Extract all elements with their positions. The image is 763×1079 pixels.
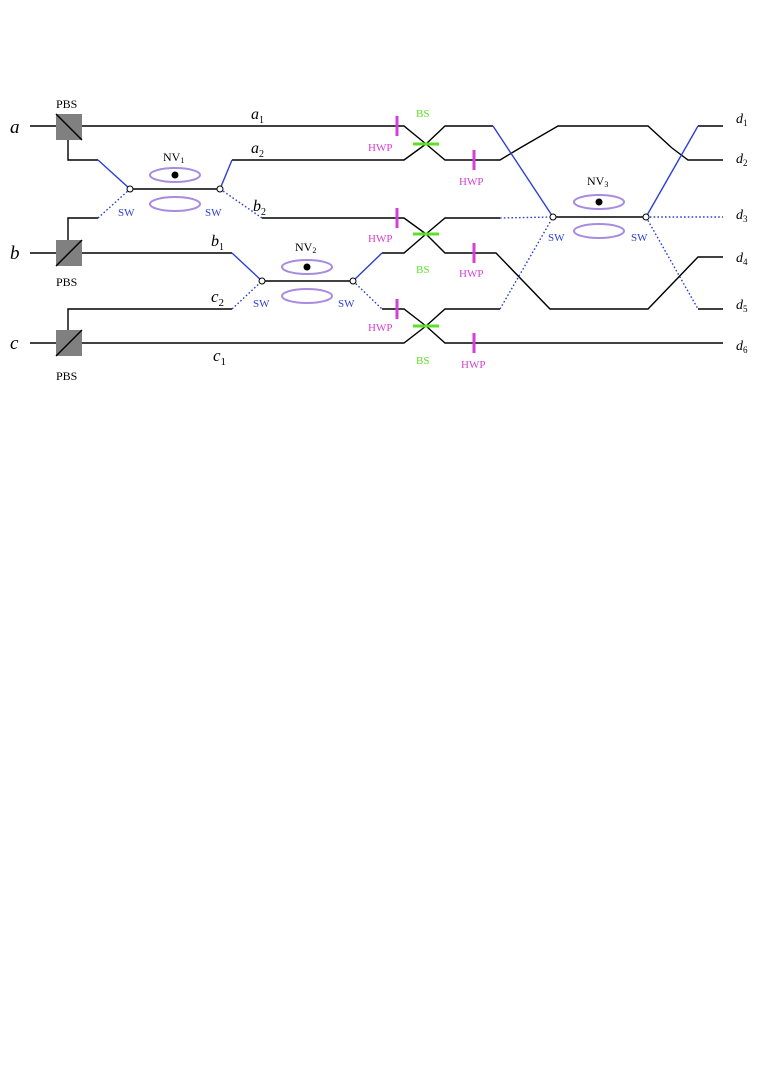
sw1-path-solid-out [219, 159, 233, 190]
sw-label-1: SW [118, 207, 135, 219]
bs-label-2: BS [416, 264, 429, 276]
switch-nodes [126, 185, 650, 285]
mode-label-a1: a1 [251, 106, 264, 126]
hwp-label-1: HWP [368, 142, 392, 154]
path-bs2-out-top [425, 217, 500, 235]
sw3-path-dotted-in-bottom [499, 216, 554, 310]
switch-paths [97, 125, 723, 310]
sw-label-3: SW [253, 298, 270, 310]
path-b2-pbs-rise [67, 217, 98, 250]
sw-label-2: SW [205, 207, 222, 219]
path-a-input [30, 125, 427, 145]
output-labels: d1 d2 d3 d4 d5 d6 [736, 112, 748, 355]
half-wave-plates [395, 116, 476, 353]
nv3-spin-dot [595, 198, 603, 206]
path-bs1-out-top [425, 125, 493, 145]
sw-node-5 [549, 213, 557, 221]
hwp-labels: HWP HWP HWP HWP HWP HWP [368, 142, 485, 371]
mode-label-b2: b2 [253, 198, 266, 218]
input-label-b: b [10, 243, 20, 264]
pbs-b [55, 239, 83, 267]
hwp-label-5: HWP [368, 322, 392, 334]
beam-splitters [413, 142, 439, 328]
input-labels: a b c [10, 117, 20, 354]
output-label-d5: d5 [736, 298, 748, 314]
path-out-d2 [671, 147, 723, 161]
pbs-c [55, 329, 83, 357]
mode-label-a2: a2 [251, 140, 264, 160]
path-bs1-out-bottom [425, 125, 673, 161]
pbs-labels: PBS PBS PBS [56, 97, 77, 383]
nv-centers [149, 167, 625, 304]
mode-label-c2: c2 [211, 287, 224, 309]
hwp-label-2: HWP [459, 176, 483, 188]
sw2-path-dotted-in [231, 280, 263, 310]
sw-labels: SW SW SW SW SW SW [118, 207, 648, 310]
path-bs3-out-top [425, 308, 500, 327]
hwp-label-4: HWP [459, 268, 483, 280]
sw1-path-dotted-out [219, 188, 263, 219]
nv-labels: NV1 NV2 NV3 [163, 150, 608, 255]
sw3-path-dotted-in-top [499, 216, 554, 219]
mode-labels: a1 a2 b2 b1 c2 c1 [211, 106, 266, 368]
optical-paths [30, 125, 723, 344]
pbs-label-c: PBS [56, 369, 77, 383]
output-label-d3: d3 [736, 208, 748, 224]
sw2-path-dotted-out [352, 280, 383, 310]
bs-label-3: BS [416, 355, 429, 367]
sw3-path-solid-in [492, 125, 554, 218]
path-c2-pbs-rise [67, 308, 232, 343]
mode-label-c1: c1 [213, 346, 226, 368]
nv1 [149, 167, 201, 212]
path-bs2-out-bottom [425, 233, 723, 310]
input-label-c: c [10, 333, 19, 354]
path-a2-rail [232, 143, 427, 161]
nv1-spin-dot [171, 171, 179, 179]
sw-node-4 [349, 277, 357, 285]
nv-label-1: NV1 [163, 150, 184, 165]
path-bs3-in-top [382, 308, 427, 327]
sw-label-5: SW [548, 232, 565, 244]
pbs-label-a: PBS [56, 97, 77, 111]
sw-node-3 [258, 277, 266, 285]
output-label-d6: d6 [736, 339, 748, 355]
path-b2-rail [262, 217, 427, 235]
sw-node-6 [642, 213, 650, 221]
nv2 [281, 259, 333, 304]
sw2-path-solid-in [231, 252, 263, 282]
sw-label-6: SW [631, 232, 648, 244]
pbs-a [55, 113, 83, 141]
sw3-path-dotted-out-d5 [645, 216, 699, 310]
sw1-path-solid-in [97, 159, 131, 190]
sw3-path-solid-out [645, 125, 699, 218]
mode-label-b1: b1 [211, 233, 224, 253]
path-c-input [30, 325, 427, 344]
pbs-cubes [55, 113, 83, 357]
nv-label-2: NV2 [295, 240, 316, 255]
nv2-spin-dot [303, 263, 311, 271]
hwp-label-3: HWP [368, 233, 392, 245]
bs-labels: BS BS BS [416, 108, 429, 367]
nv-label-3: NV3 [587, 174, 608, 189]
path-bs3-out-bottom [425, 325, 723, 344]
bs-label-1: BS [416, 108, 429, 120]
path-bs2-in-bottom [382, 233, 427, 254]
output-label-d2: d2 [736, 152, 748, 168]
nv3 [573, 194, 625, 239]
sw-label-4: SW [338, 298, 355, 310]
sw-node-1 [126, 185, 134, 193]
output-label-d4: d4 [736, 251, 748, 267]
pbs-label-b: PBS [56, 275, 77, 289]
input-label-a: a [10, 117, 20, 138]
sw2-path-solid-out [352, 252, 383, 282]
output-label-d1: d1 [736, 112, 748, 128]
hwp-label-6: HWP [461, 359, 485, 371]
sw-node-2 [216, 185, 224, 193]
